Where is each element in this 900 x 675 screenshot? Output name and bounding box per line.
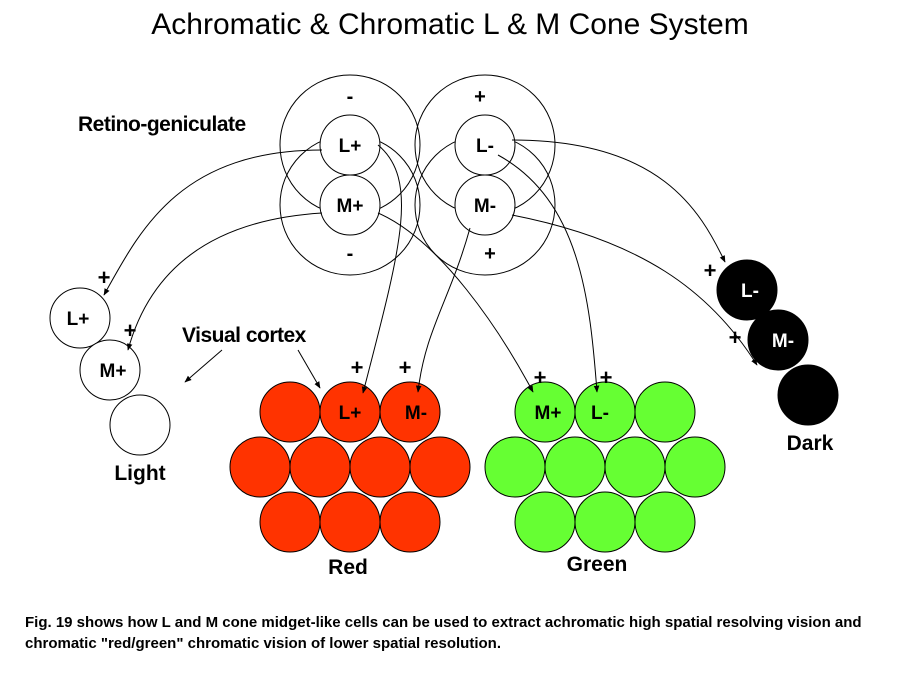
red-cell bbox=[349, 436, 411, 498]
light-group: L+ M+ + + Light bbox=[49, 265, 171, 485]
green-cell bbox=[484, 436, 546, 498]
green-cell bbox=[664, 436, 726, 498]
red-l-label: L+ bbox=[339, 403, 362, 424]
surround-sign-top: - bbox=[347, 86, 354, 108]
arrow-m-on-to-light bbox=[126, 212, 323, 351]
center-l-on-label: L+ bbox=[339, 136, 362, 157]
green-l-label: L- bbox=[591, 403, 609, 424]
visual-cortex-pointer-left bbox=[184, 349, 223, 383]
arrow-l-on-to-red bbox=[361, 144, 402, 394]
red-cell bbox=[259, 381, 321, 443]
center-m-off-label: M- bbox=[474, 196, 496, 217]
red-group: L+ M- + + Red bbox=[229, 355, 471, 579]
red-cell bbox=[259, 491, 321, 553]
red-cell bbox=[409, 436, 471, 498]
visual-cortex-label: Visual cortex bbox=[182, 324, 307, 347]
arrow-m-off-to-dark bbox=[511, 214, 758, 366]
retina-on-center-cell: L+ M+ - - bbox=[279, 74, 421, 276]
green-l-plus: + bbox=[600, 365, 613, 390]
diagram-title: Achromatic & Chromatic L & M Cone System bbox=[151, 8, 749, 41]
green-cell bbox=[634, 491, 696, 553]
retino-geniculate-label: Retino-geniculate bbox=[78, 113, 246, 136]
red-l-plus: + bbox=[351, 355, 364, 380]
red-m-plus: + bbox=[399, 355, 412, 380]
center-l-off-label: L- bbox=[476, 136, 494, 157]
green-cell bbox=[544, 436, 606, 498]
arrow-l-off-to-green bbox=[497, 154, 600, 393]
light-l-cell bbox=[49, 287, 111, 349]
surround-sign-bottom-off: + bbox=[484, 243, 496, 265]
center-m-on bbox=[319, 174, 381, 236]
retina-off-center-cell: L- M- + + bbox=[414, 74, 556, 276]
dark-l-cell bbox=[716, 259, 778, 321]
surround-sign-bottom: - bbox=[347, 243, 354, 265]
dark-l-plus: + bbox=[704, 258, 717, 283]
light-m-plus: + bbox=[124, 318, 137, 343]
arrow-m-on-to-green bbox=[377, 212, 534, 393]
red-cell bbox=[319, 491, 381, 553]
light-l-plus: + bbox=[98, 265, 111, 290]
red-cell bbox=[289, 436, 351, 498]
figure-caption: Fig. 19 shows how L and M cone midget-li… bbox=[25, 614, 862, 652]
dark-label: Dark bbox=[787, 432, 834, 455]
green-cell bbox=[604, 436, 666, 498]
light-extra-cell bbox=[109, 394, 171, 456]
green-m-label: M+ bbox=[535, 403, 562, 424]
dark-m-label: M- bbox=[772, 331, 794, 352]
green-cell bbox=[634, 381, 696, 443]
center-m-on-label: M+ bbox=[337, 196, 364, 217]
red-m-label: M- bbox=[405, 403, 427, 424]
dark-m-cell bbox=[747, 309, 809, 371]
green-cell bbox=[514, 491, 576, 553]
red-cell bbox=[229, 436, 291, 498]
red-cell bbox=[379, 491, 441, 553]
green-group: M+ L- + + Green bbox=[484, 365, 726, 576]
light-m-label: M+ bbox=[100, 361, 127, 382]
arrow-m-off-to-red bbox=[415, 227, 471, 393]
red-label: Red bbox=[328, 556, 368, 579]
light-l-label: L+ bbox=[67, 309, 90, 330]
arrow-l-off-to-dark bbox=[511, 139, 726, 263]
green-cell bbox=[574, 491, 636, 553]
dark-l-label: L- bbox=[741, 281, 759, 302]
connection-arrows bbox=[103, 139, 758, 394]
light-m-cell bbox=[79, 339, 141, 401]
light-label: Light bbox=[114, 462, 165, 485]
visual-cortex-pointer-right bbox=[297, 349, 321, 389]
red-m-cell bbox=[379, 381, 441, 443]
dark-extra-cell bbox=[777, 364, 839, 426]
green-label: Green bbox=[567, 553, 628, 576]
dark-m-plus: + bbox=[729, 325, 742, 350]
arrow-l-on-to-light bbox=[103, 149, 323, 296]
surround-sign-top-off: + bbox=[474, 86, 486, 108]
dark-group: L- M- + + Dark bbox=[704, 258, 839, 455]
center-m-off bbox=[454, 174, 516, 236]
green-m-plus: + bbox=[534, 365, 547, 390]
